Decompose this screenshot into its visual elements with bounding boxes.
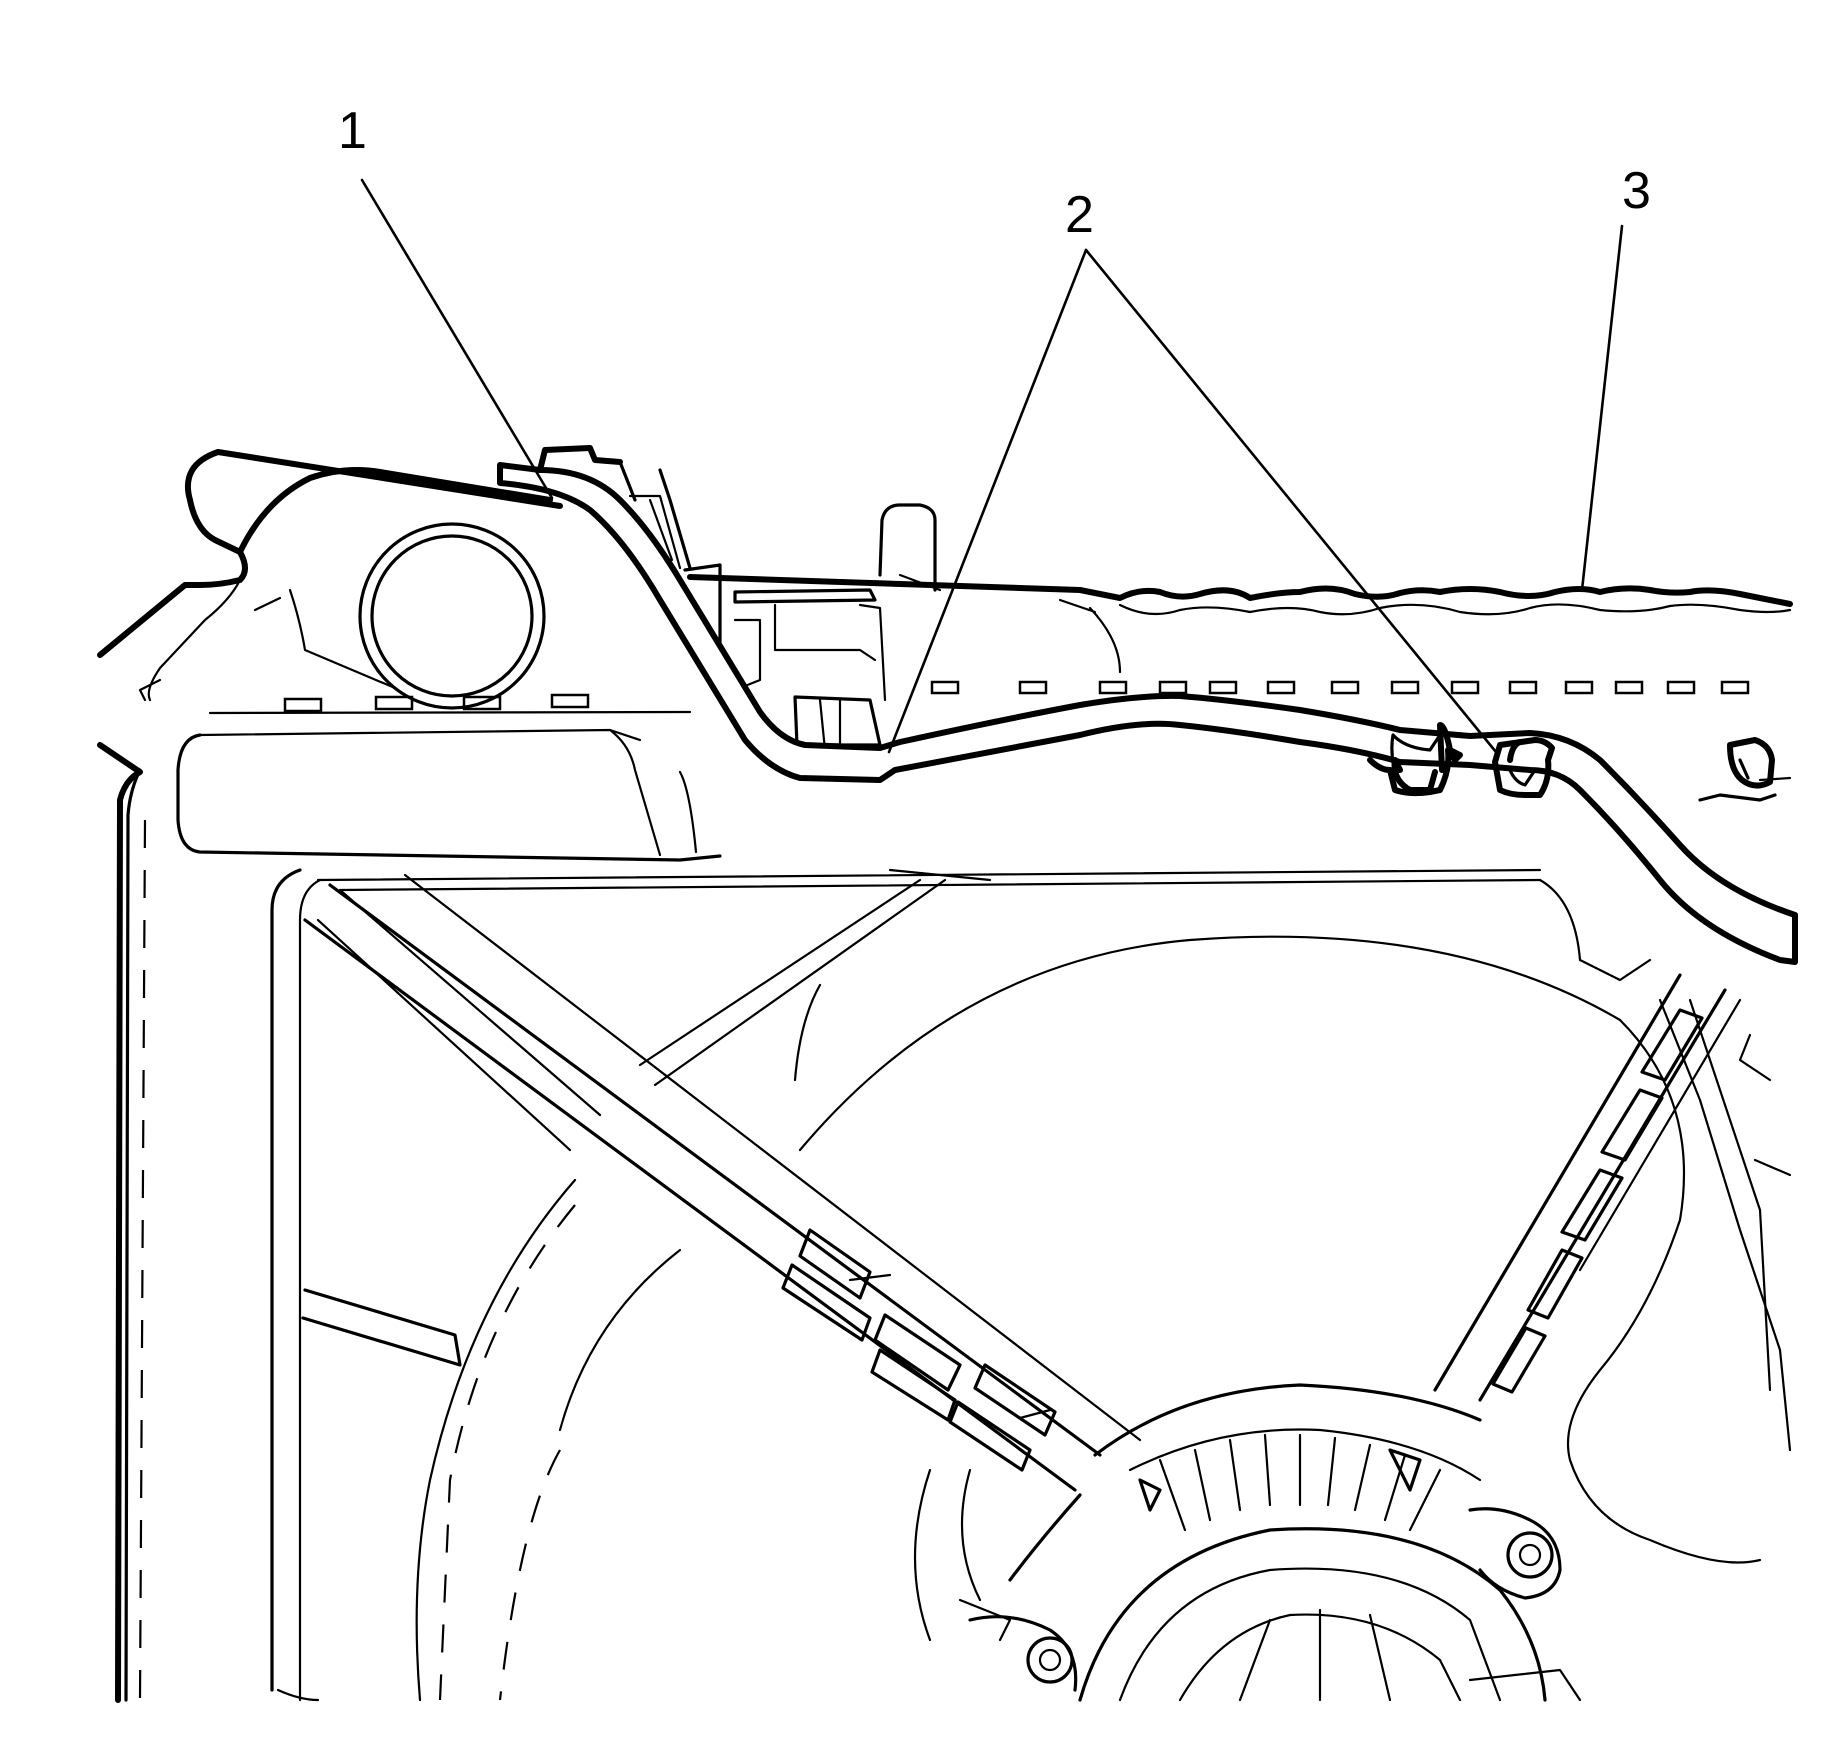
fan-spoke-right <box>1433 973 1792 1402</box>
hose-clip-right <box>1492 737 1555 798</box>
leader-line-2b <box>1084 248 1498 754</box>
leader-lines <box>360 178 1624 754</box>
leader-line-1 <box>360 178 554 500</box>
radiator-hose <box>497 445 1798 965</box>
radiator-upper-tank <box>208 574 1793 782</box>
fan-shroud <box>270 868 1792 1702</box>
hose-clip-far-right <box>1698 737 1777 802</box>
callout-1: 1 <box>338 102 367 160</box>
leader-line-3 <box>1580 224 1624 592</box>
fan-hub <box>913 1383 1582 1702</box>
callout-3: 3 <box>1622 162 1651 220</box>
fan-spoke-left <box>303 873 1142 1492</box>
leader-line-2a <box>887 248 1088 754</box>
radiator-inlet-housing <box>97 449 722 1703</box>
hose-clip-left <box>1367 722 1463 797</box>
callout-2: 2 <box>1065 186 1094 244</box>
